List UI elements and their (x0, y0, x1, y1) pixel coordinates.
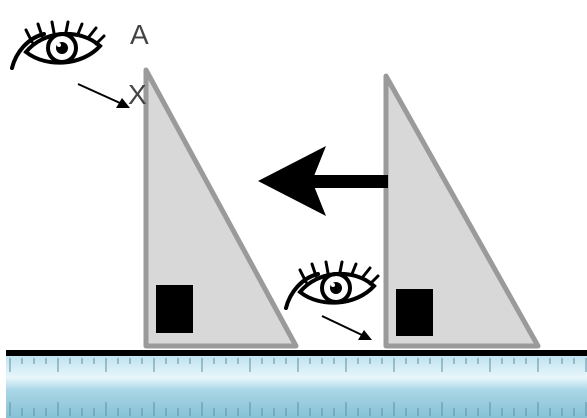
sight-line-arrow-top (78, 84, 130, 108)
arrow-left-icon (258, 146, 388, 216)
triangle-set-square-right (386, 76, 538, 346)
sight-line-arrow-bottom (322, 316, 372, 340)
right-angle-marker (156, 285, 193, 333)
straight-edge-ruler (6, 350, 587, 418)
label-point-x: X (128, 79, 147, 110)
right-angle-marker (396, 289, 433, 336)
baseline (6, 350, 587, 356)
eye-icon (286, 262, 378, 308)
label-point-a: A (130, 19, 149, 50)
eye-icon (12, 22, 104, 68)
triangle-set-square-left (146, 70, 296, 346)
